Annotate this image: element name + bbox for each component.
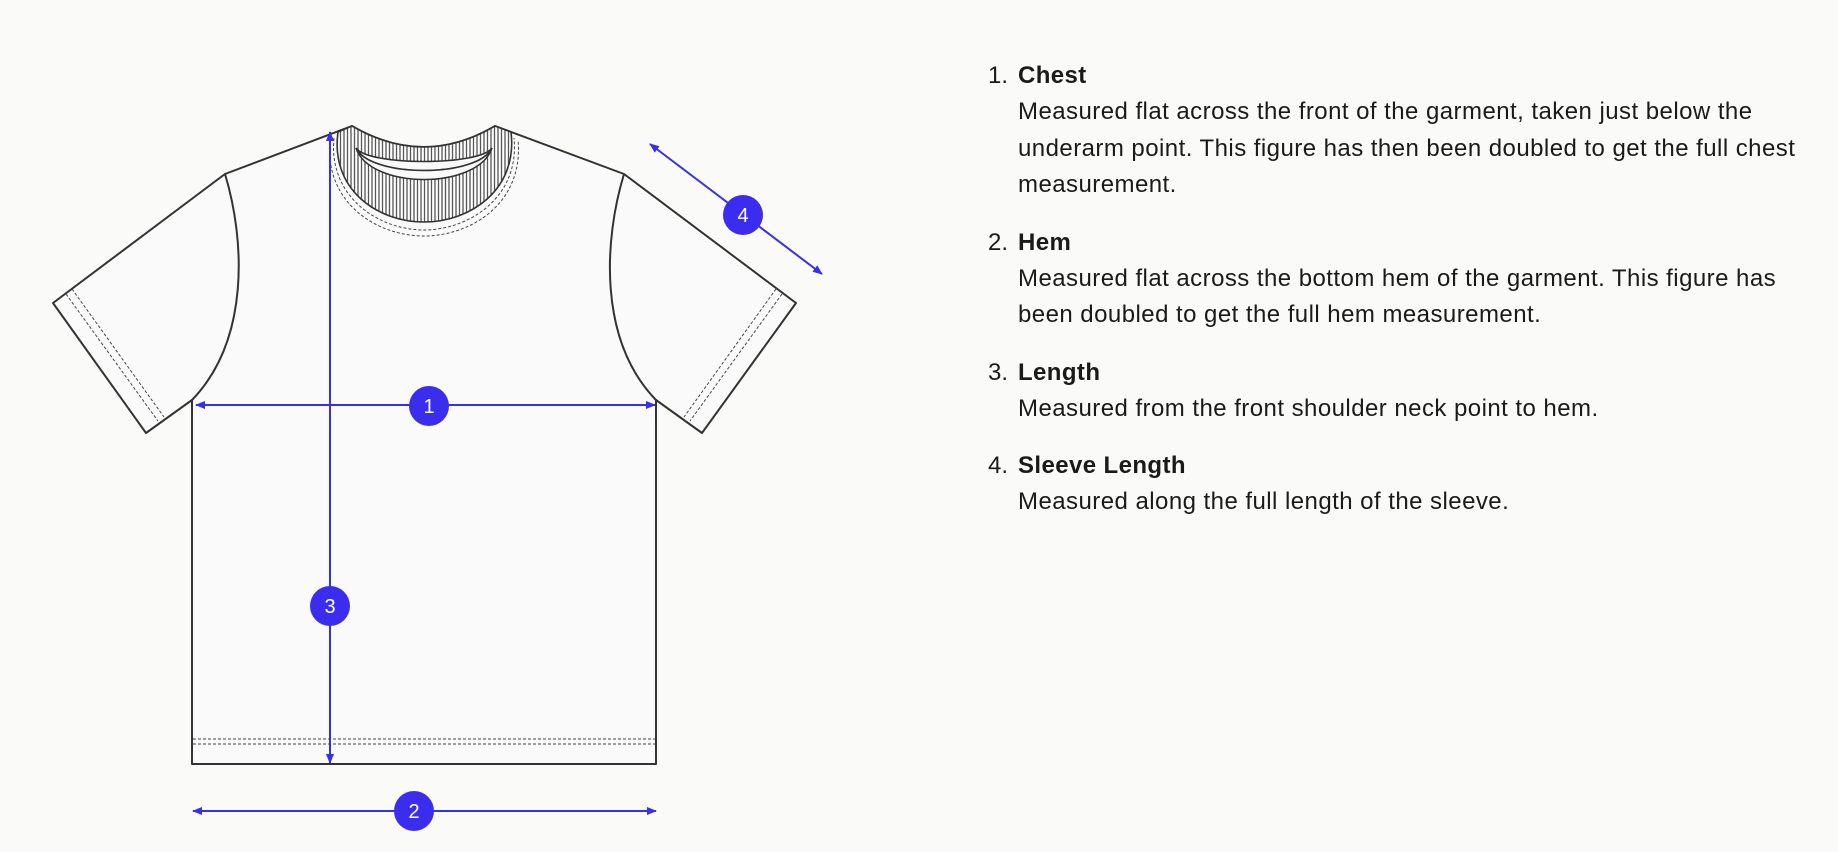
hem-badge-label: 2 [408,801,419,823]
hem-badge: 2 [394,791,434,831]
sleeve-badge: 4 [723,195,763,235]
measurement-title: Sleeve Length [1018,452,1186,479]
measurement-number: 3. [987,358,1008,386]
measurement-number: 1. [987,62,1008,89]
measurement-item-hem: 2. Hem Measured flat across the bottom h… [978,225,1828,334]
measurement-number: 4. [987,452,1008,479]
measurement-title: Length [1018,358,1101,386]
chest-badge: 1 [409,386,449,426]
measurement-title: Hem [1018,228,1072,256]
tshirt-measurement-diagram: 1 3 2 4 [52,125,823,831]
measurement-description: Measured along the full length of the sl… [1018,488,1510,515]
collar-stitch-outer-2 [329,139,519,237]
left-sleeve-stitch-1 [65,293,159,422]
left-armhole-seam [191,173,240,401]
right-sleeve-stitch-1 [689,293,783,422]
chest-badge-label: 1 [423,396,434,418]
measurement-title: Chest [1018,62,1087,89]
measurement-description: Measured from the front shoulder neck po… [1018,394,1599,422]
measurement-item-sleeve-length: 4. Sleeve Length Measured along the full… [978,448,1828,521]
measurement-item-length: 3. Length Measured from the front should… [978,355,1828,428]
measurement-description: Measured flat across the bottom hem of t… [1018,264,1777,329]
sleeve-badge-label: 4 [737,205,748,227]
right-armhole-seam [608,173,657,401]
left-sleeve-stitch-2 [71,288,165,418]
length-badge: 3 [310,586,350,626]
collar-stitch-outer [333,137,515,231]
right-sleeve-stitch-2 [683,288,777,418]
measurement-number: 2. [987,228,1008,256]
collar-inner-band [355,147,493,181]
measurement-list: 1. Chest Measured flat across the front … [978,58,1828,542]
measurement-item-chest: 1. Chest Measured flat across the front … [978,58,1828,204]
length-badge-label: 3 [324,596,335,618]
measurement-description: Measured flat across the front of the ga… [1018,98,1796,198]
